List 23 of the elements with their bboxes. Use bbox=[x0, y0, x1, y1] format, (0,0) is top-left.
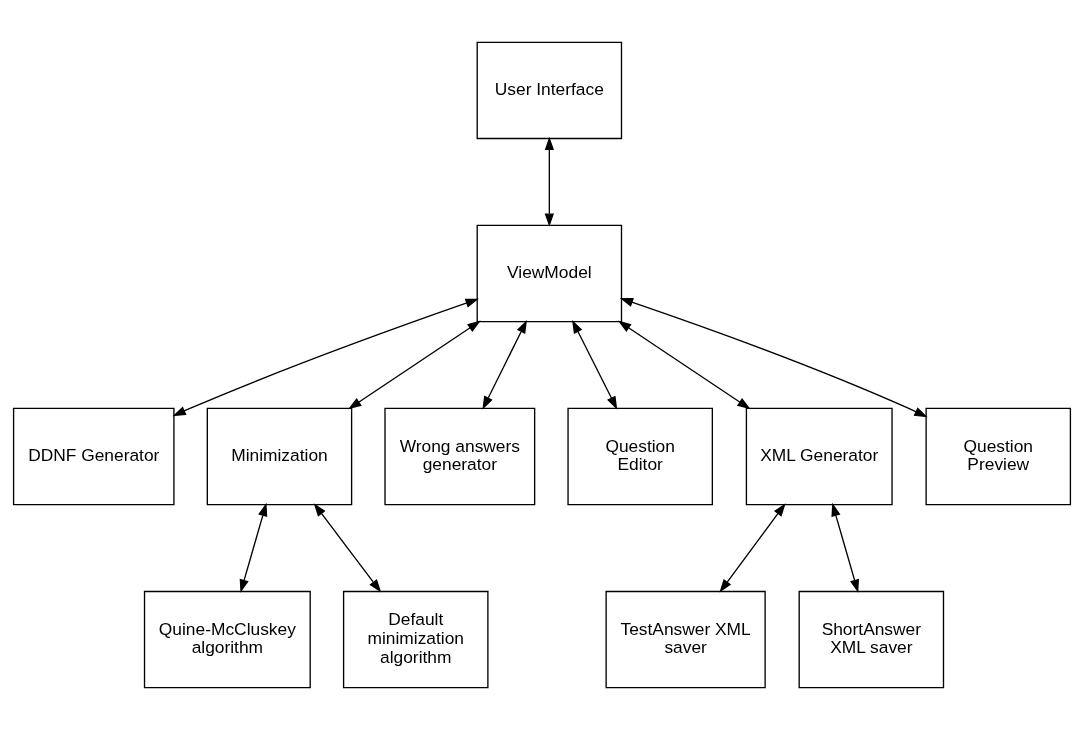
node-box: Question Editor bbox=[567, 407, 713, 506]
arrow bbox=[544, 136, 555, 227]
arrow bbox=[348, 320, 481, 410]
arrow bbox=[482, 319, 527, 410]
node-box: ShortAnswer XML saver bbox=[798, 590, 945, 689]
arrow bbox=[572, 319, 618, 410]
node-box: Quine-McCluskey algorithm bbox=[143, 590, 311, 689]
node-box: ViewModel bbox=[476, 224, 623, 323]
node-box: Default minimization algorithm bbox=[342, 590, 489, 689]
arrow bbox=[617, 320, 751, 410]
arrow bbox=[313, 503, 382, 593]
node-box: Wrong answers generator bbox=[384, 407, 536, 506]
node-box: DDNF Generator bbox=[12, 407, 175, 506]
node-box: Minimization bbox=[206, 407, 353, 506]
node-box: XML Generator bbox=[745, 407, 893, 506]
node-box: TestAnswer XML saver bbox=[605, 590, 766, 689]
arrow bbox=[172, 298, 479, 417]
node-box: User Interface bbox=[476, 41, 623, 140]
arrow bbox=[719, 503, 786, 593]
arrow bbox=[619, 297, 928, 418]
node-box: Question Preview bbox=[925, 407, 1072, 506]
arrow bbox=[831, 502, 860, 593]
arrow bbox=[239, 502, 268, 593]
